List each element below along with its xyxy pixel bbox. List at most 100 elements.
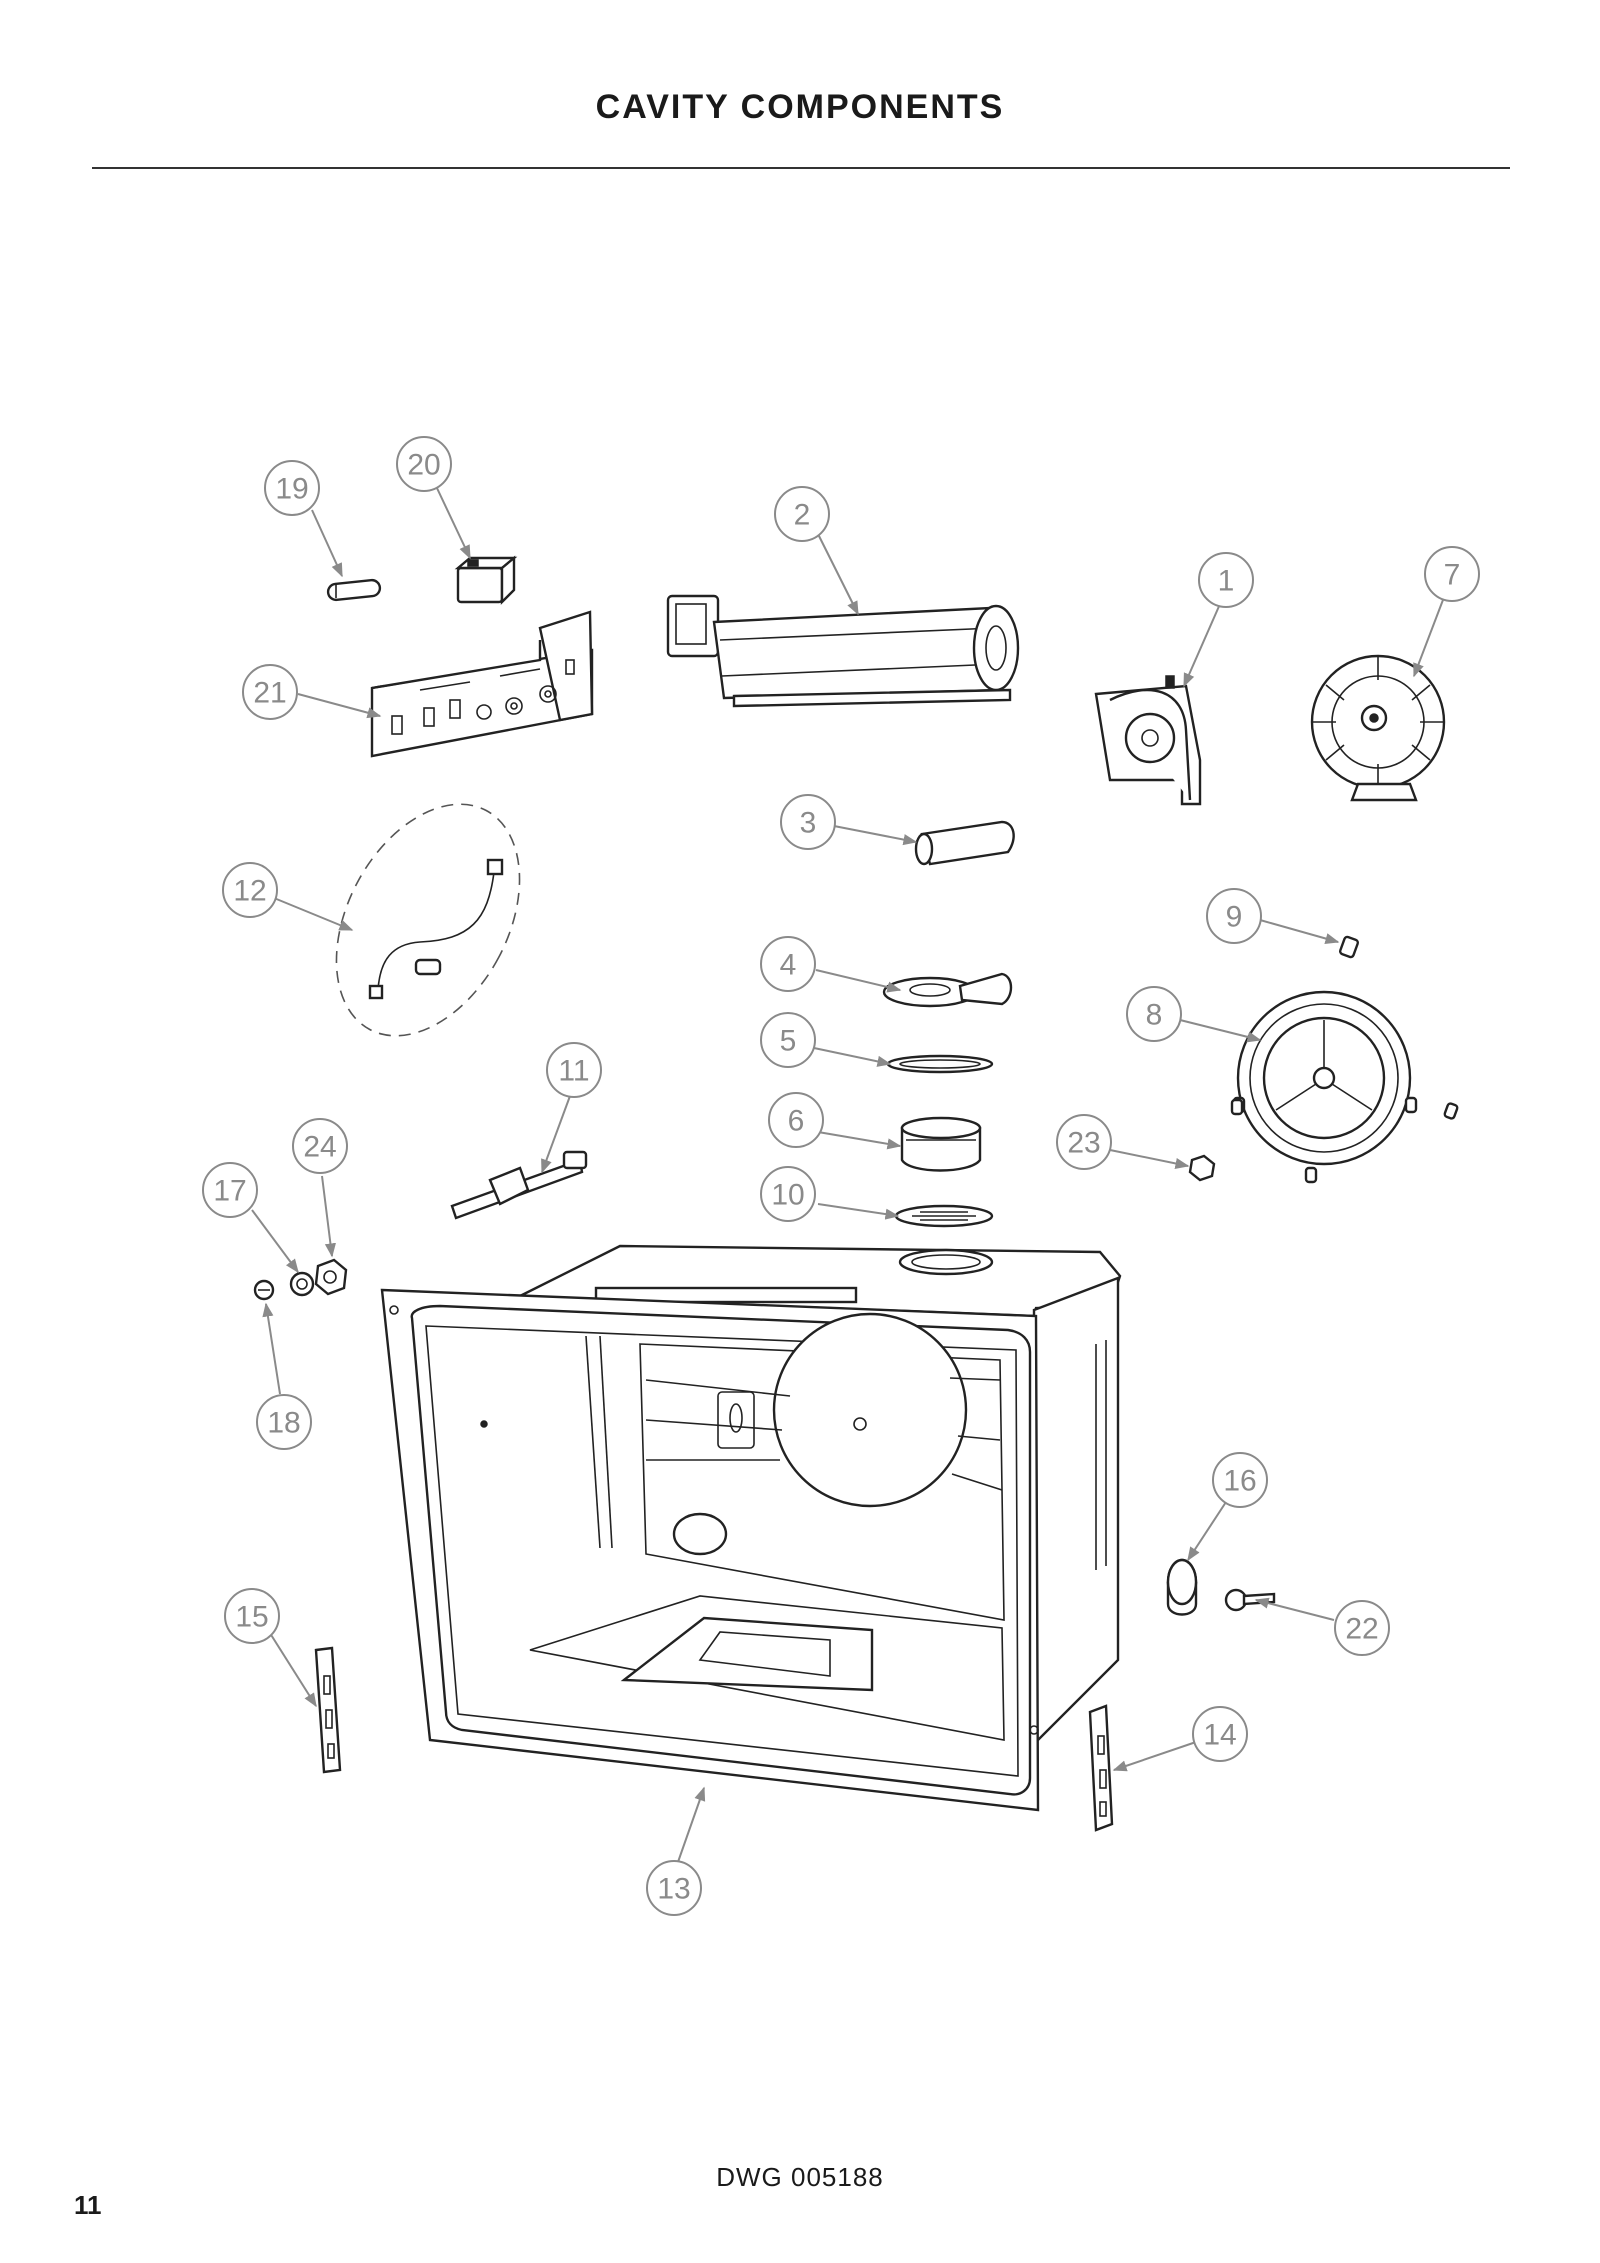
leader-4	[815, 969, 902, 993]
callout-3: 3	[780, 794, 836, 850]
leader-13	[677, 1786, 706, 1863]
part-11-probe	[450, 1150, 588, 1220]
callout-1: 1	[1198, 552, 1254, 608]
svg-text:23: 23	[1067, 1127, 1100, 1160]
leader-3	[833, 825, 918, 846]
leader-2	[815, 529, 859, 616]
leader-23	[1109, 1149, 1190, 1169]
svg-text:2: 2	[794, 499, 811, 532]
callout-23: 23	[1056, 1114, 1112, 1170]
leader-17	[251, 1209, 299, 1274]
part-2-tangential-fan	[666, 594, 1020, 708]
callout-20: 20	[396, 436, 452, 492]
part-7-convection-fan	[1310, 654, 1446, 802]
leader-16	[1187, 1501, 1227, 1562]
callout-13: 13	[646, 1860, 702, 1916]
part-14-hinge-bracket	[1088, 1704, 1114, 1832]
svg-text:15: 15	[235, 1601, 268, 1634]
leader-19	[311, 509, 343, 578]
leader-7	[1413, 591, 1447, 678]
leader-15	[267, 1629, 317, 1708]
svg-text:5: 5	[780, 1025, 797, 1058]
svg-text:13: 13	[657, 1873, 690, 1906]
leader-20	[435, 485, 471, 560]
leader-10	[817, 1203, 900, 1220]
callout-2: 2	[774, 486, 830, 542]
part-21-bracket	[370, 610, 594, 758]
leader-12	[273, 897, 354, 931]
callout-19: 19	[264, 460, 320, 516]
leader-lines	[251, 485, 1447, 1863]
part-6-collar	[900, 1116, 982, 1172]
callout-4: 4	[760, 936, 816, 992]
part-16-spacer	[1166, 1558, 1198, 1616]
title-rule	[92, 167, 1510, 169]
svg-text:8: 8	[1146, 999, 1163, 1032]
svg-text:20: 20	[407, 449, 440, 482]
leader-11	[541, 1095, 571, 1174]
svg-text:3: 3	[800, 807, 817, 840]
part-10-grille	[894, 1204, 994, 1228]
svg-text:21: 21	[253, 677, 286, 710]
callout-18: 18	[256, 1394, 312, 1450]
part-1-blower-motor	[1094, 675, 1202, 806]
leader-6	[817, 1131, 902, 1150]
callout-21: 21	[242, 664, 298, 720]
svg-text:17: 17	[213, 1175, 246, 1208]
part-13-oven-cavity	[380, 1244, 1122, 1812]
leader-14	[1112, 1741, 1197, 1772]
part-19-pin	[326, 578, 382, 602]
leader-18	[262, 1302, 281, 1395]
callout-8: 8	[1126, 986, 1182, 1042]
leader-9	[1259, 919, 1340, 944]
part-4-housing	[882, 972, 1013, 1008]
svg-text:6: 6	[788, 1105, 805, 1138]
svg-text:16: 16	[1223, 1465, 1256, 1498]
svg-text:4: 4	[780, 949, 797, 982]
svg-text:11: 11	[558, 1055, 589, 1088]
callout-16: 16	[1212, 1452, 1268, 1508]
svg-text:19: 19	[275, 473, 308, 506]
part-22-screw	[1224, 1588, 1276, 1612]
part-20-switch	[454, 555, 518, 605]
callout-24: 24	[292, 1118, 348, 1174]
leader-24	[321, 1175, 336, 1258]
svg-text:22: 22	[1345, 1613, 1378, 1646]
part-23-nut	[1188, 1154, 1216, 1182]
drawing-number: DWG 005188	[716, 2162, 884, 2192]
part-17-washer	[289, 1271, 315, 1297]
callout-11: 11	[546, 1042, 602, 1098]
part-12-wire-harness	[335, 803, 521, 1037]
callout-6: 6	[768, 1092, 824, 1148]
callout-15: 15	[224, 1588, 280, 1644]
part-15-hinge-bracket	[314, 1646, 342, 1774]
svg-text:1: 1	[1218, 565, 1235, 598]
callout-7: 7	[1424, 546, 1480, 602]
svg-text:12: 12	[233, 875, 266, 908]
leader-8	[1179, 1019, 1262, 1043]
svg-text:18: 18	[267, 1407, 300, 1440]
callout-17: 17	[202, 1162, 258, 1218]
svg-text:10: 10	[771, 1179, 804, 1212]
part-3-duct	[914, 820, 1015, 866]
part-18-screw	[253, 1279, 275, 1301]
callout-22: 22	[1334, 1600, 1390, 1656]
callout-14: 14	[1192, 1706, 1248, 1762]
svg-text:24: 24	[303, 1131, 336, 1164]
part-24-nut	[314, 1258, 348, 1296]
part-8-fan-cover	[1230, 990, 1459, 1184]
svg-text:9: 9	[1226, 901, 1243, 934]
part-9-stud	[1338, 935, 1360, 959]
leader-5	[813, 1047, 892, 1067]
leader-1	[1183, 603, 1221, 688]
callout-10: 10	[760, 1166, 816, 1222]
page-number: 11	[74, 2190, 102, 2220]
leader-22	[1254, 1597, 1335, 1621]
callout-9: 9	[1206, 888, 1262, 944]
page-title: CAVITY COMPONENTS	[595, 88, 1005, 126]
leader-21	[297, 693, 382, 719]
callout-12: 12	[222, 862, 278, 918]
svg-text:14: 14	[1203, 1719, 1236, 1752]
callout-5: 5	[760, 1012, 816, 1068]
